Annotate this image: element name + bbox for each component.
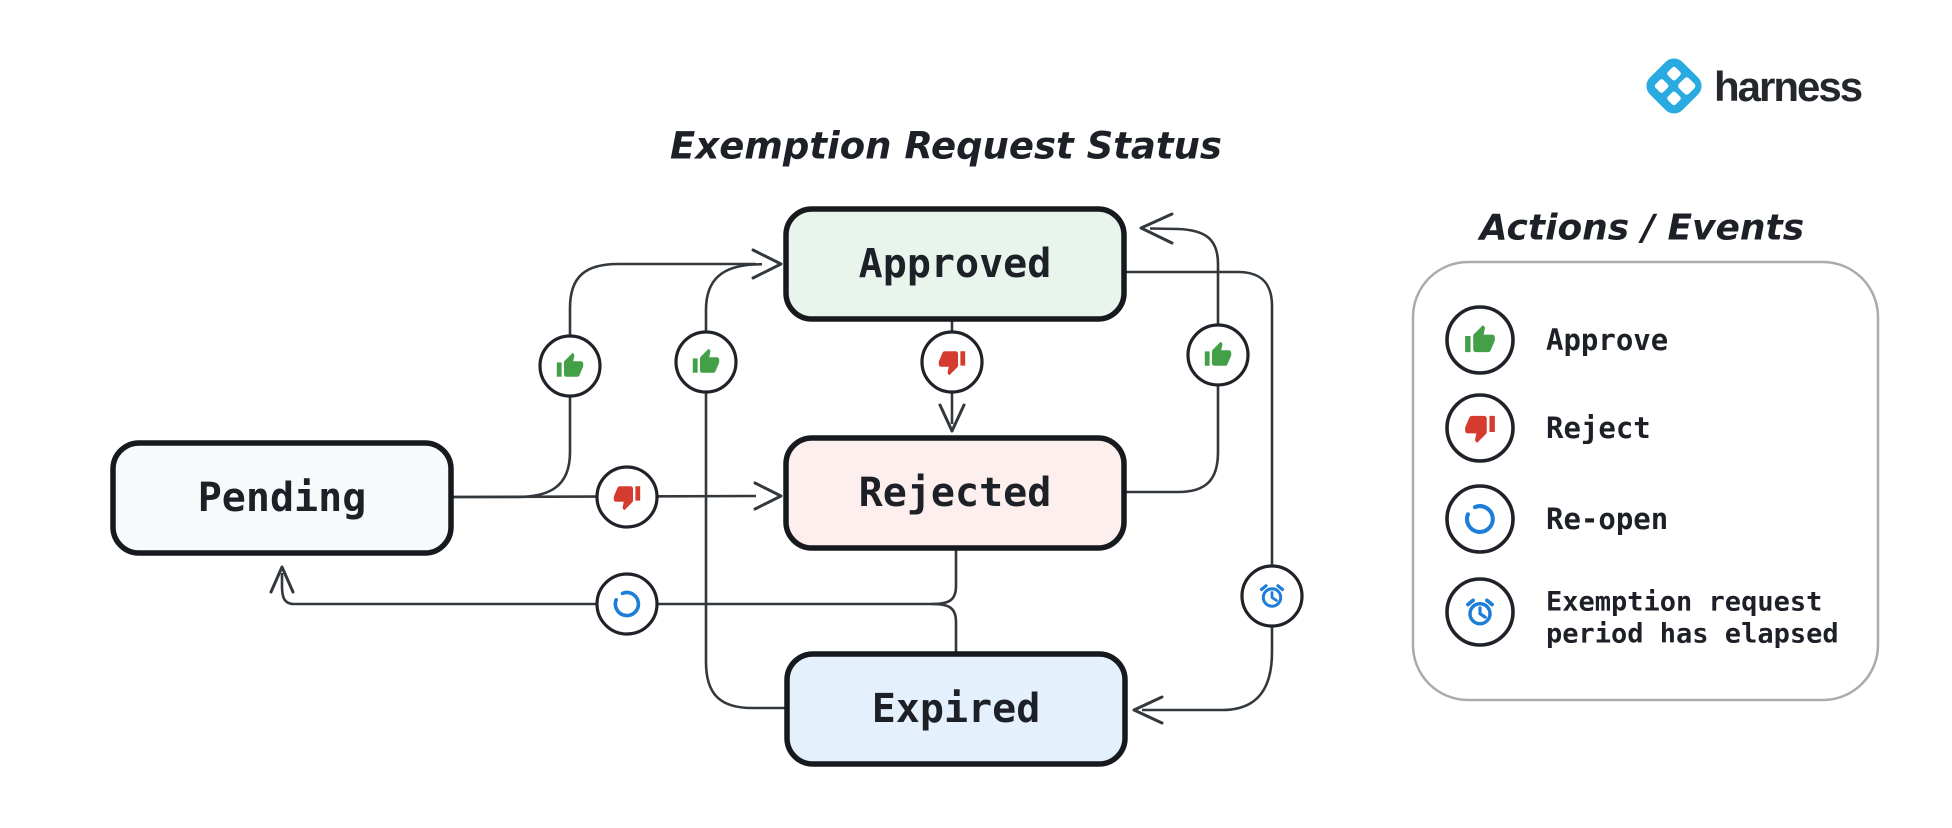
state-node-rejected: Rejected <box>783 435 1127 551</box>
state-node-approved: Approved <box>783 206 1127 322</box>
arrowhead-into-rejected-top <box>938 403 966 433</box>
edge-approved-expired <box>1124 270 1274 712</box>
legend-label-line1: Exemption request <box>1546 587 1822 618</box>
legend-box <box>1411 260 1880 702</box>
logo-cell <box>1667 66 1681 81</box>
edge-action-icons <box>538 323 1304 636</box>
legend: Actions / Events Approve Reject Re-open … <box>1411 208 1880 702</box>
state-node-pending: Pending <box>110 440 454 556</box>
legend-item-approve: Approve <box>1445 305 1668 375</box>
brand-wordmark: harness <box>1714 63 1862 110</box>
harness-logo: harness <box>1646 58 1864 114</box>
approved-box <box>783 206 1127 322</box>
rejected-box <box>783 435 1127 551</box>
arrowhead-into-expired-right <box>1132 695 1164 725</box>
legend-item-reject: Reject <box>1445 393 1651 463</box>
legend-title: Actions / Events <box>1477 208 1804 249</box>
legend-label: Re-open <box>1546 502 1668 536</box>
legend-item-period-elapsed: Exemption request period has elapsed <box>1445 577 1839 650</box>
arrowhead-into-pending-bottom <box>269 565 295 594</box>
expired-label: Expired <box>872 686 1041 732</box>
edge-expired-pending-reopen-fork <box>931 602 958 654</box>
logo-cell <box>1667 91 1681 106</box>
logo-cell <box>1654 79 1669 93</box>
state-nodes: Pending Approved Rejected Expired <box>110 206 1128 767</box>
rejected-label: Rejected <box>859 470 1052 516</box>
logo-cell-large <box>1678 77 1696 95</box>
legend-label: Reject <box>1546 411 1651 445</box>
pending-box <box>110 440 454 556</box>
pending-label: Pending <box>198 475 367 521</box>
state-node-expired: Expired <box>784 651 1128 767</box>
diagram-title: Exemption Request Status <box>670 125 1222 168</box>
edge-expired-approved <box>704 262 787 710</box>
legend-label-line2: period has elapsed <box>1546 619 1839 650</box>
expired-box <box>784 651 1128 767</box>
legend-item-reopen: Re-open <box>1445 484 1668 554</box>
approved-label: Approved <box>859 241 1052 287</box>
icon-circle <box>595 572 659 636</box>
harness-logo-icon <box>1646 58 1702 114</box>
arrowhead-into-approved-left <box>751 248 783 280</box>
logo-diamond <box>1646 58 1702 114</box>
arrowhead-into-rejected-left <box>753 481 783 511</box>
arrowhead-into-approved-right <box>1139 212 1174 245</box>
icon-circle <box>1445 484 1515 554</box>
legend-label: Approve <box>1546 323 1668 357</box>
